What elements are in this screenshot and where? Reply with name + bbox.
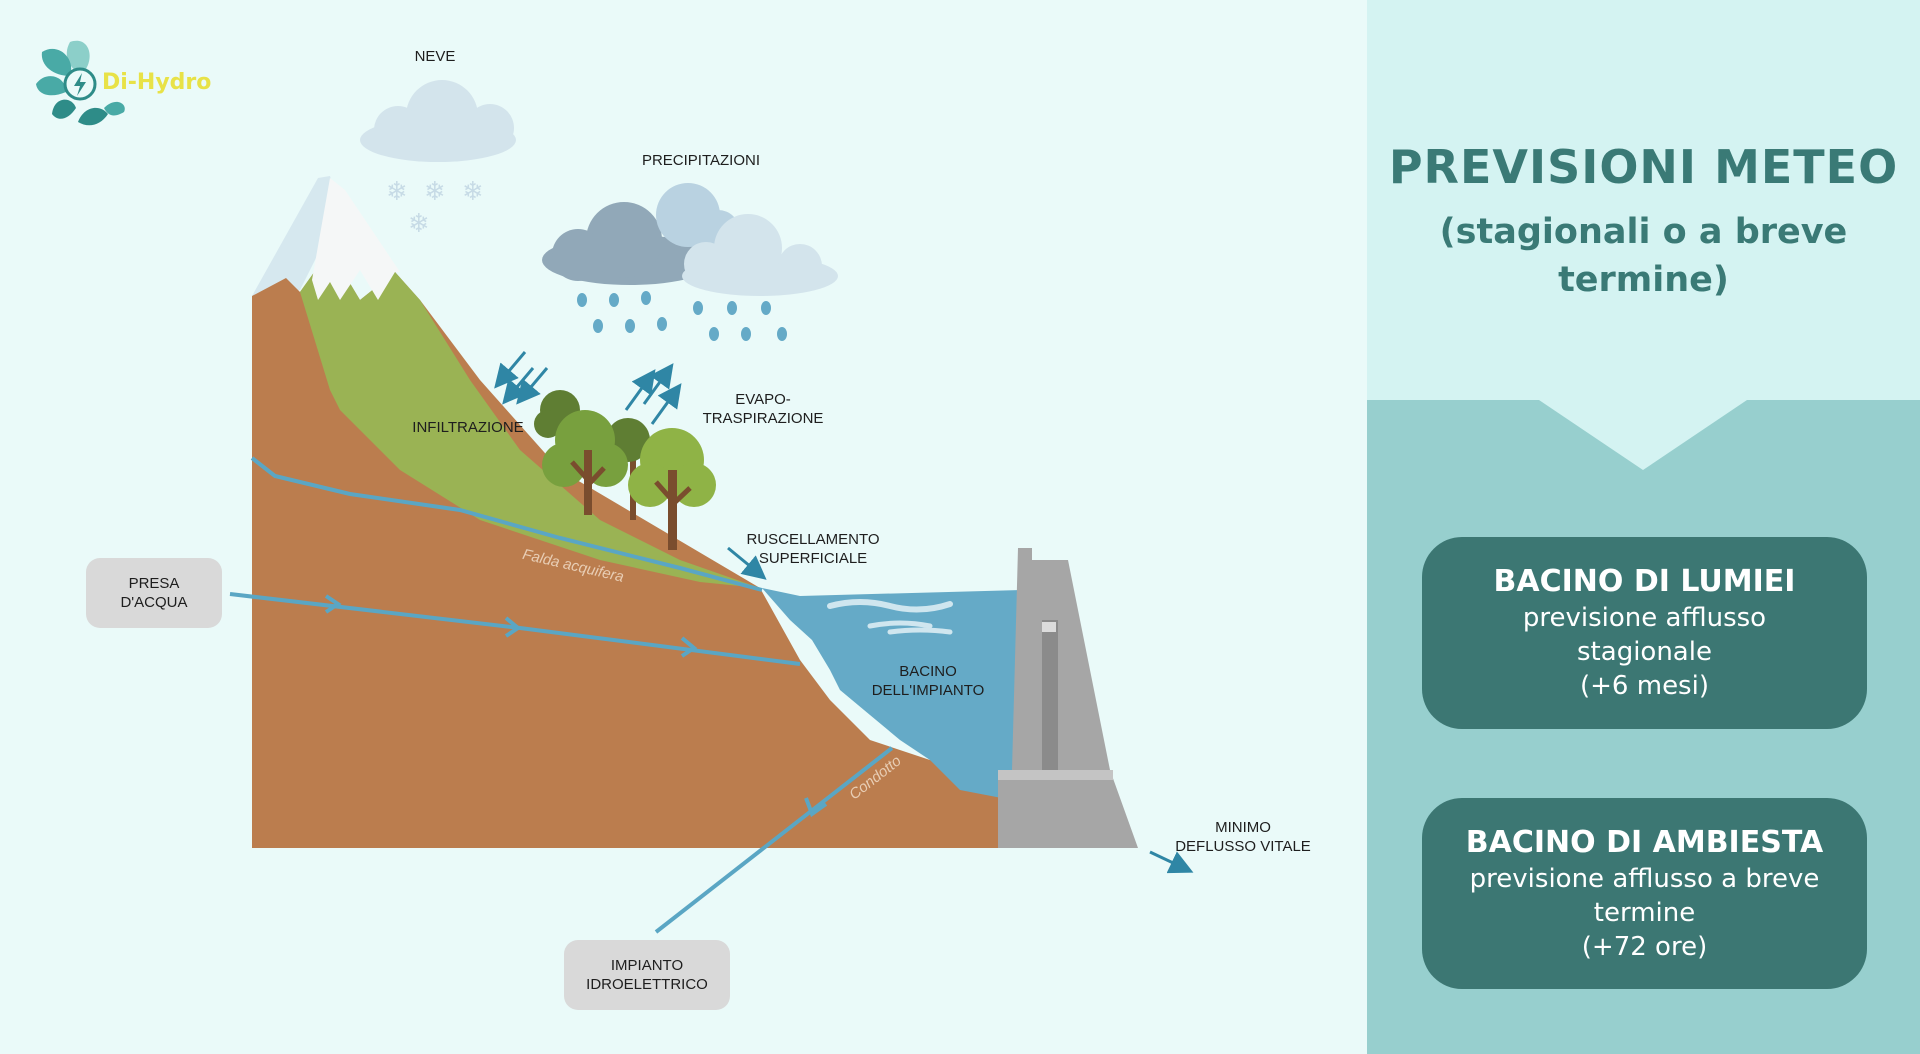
card-line: stagionale xyxy=(1577,637,1712,667)
rain-drop-icons xyxy=(577,291,787,341)
card-line: previsione afflusso xyxy=(1522,603,1767,633)
snow-cap xyxy=(312,178,400,300)
di-hydro-logo-icon xyxy=(36,40,125,126)
label-infiltrazione: INFILTRAZIONE xyxy=(412,419,524,436)
snow-cloud xyxy=(360,80,516,162)
rain-cloud-light xyxy=(682,214,838,296)
rain-cloud-dark xyxy=(542,202,718,285)
label-minimo-deflusso: MINIMO DEFLUSSO VITALE xyxy=(1168,818,1318,856)
hydro-cycle-illustration: ❄ ❄ ❄ ❄ xyxy=(36,40,1194,934)
dam-base xyxy=(998,770,1113,780)
svg-text:❄: ❄ xyxy=(424,177,446,207)
logo-text: Di-Hydro xyxy=(102,70,212,95)
evapotranspiration-arrow-icons xyxy=(624,363,682,425)
impianto-line1: IMPIANTO xyxy=(610,957,684,974)
card-title: BACINO DI LUMIEI xyxy=(1493,564,1796,599)
svg-text:❄: ❄ xyxy=(462,177,484,207)
label-bacino-line2: DELL'IMPIANTO xyxy=(871,682,985,699)
panel-subtitle: (stagionali o a breve termine) xyxy=(1439,212,1848,300)
penstock-line xyxy=(654,746,894,934)
label-bacino-impianto: BACINO DELL'IMPIANTO xyxy=(858,662,998,700)
label-ruscellamento-line1: RUSCELLAMENTO xyxy=(746,531,880,548)
reservoir-water xyxy=(762,588,1020,800)
dam-wall xyxy=(998,548,1138,848)
snowflake-icons: ❄ ❄ ❄ ❄ xyxy=(386,177,484,239)
card-line: termine xyxy=(1593,897,1696,928)
presa-acqua-box: PRESA D'ACQUA xyxy=(86,558,222,628)
card-line: (+72 ore) xyxy=(1581,931,1708,962)
impianto-line2: IDROELETTRICO xyxy=(586,976,708,993)
mountain-back-snow xyxy=(252,176,340,296)
label-evapo-line2: TRASPIRAZIONE xyxy=(702,410,824,427)
label-precipitazioni: PRECIPITAZIONI xyxy=(641,152,761,169)
label-minimo-line1: MINIMO xyxy=(1215,819,1271,836)
label-evapo-line1: EVAPO- xyxy=(735,391,791,408)
trees xyxy=(534,390,716,550)
label-ruscellamento: RUSCELLAMENTO SUPERFICIALE xyxy=(733,530,893,568)
label-minimo-line2: DEFLUSSO VITALE xyxy=(1175,838,1311,855)
minimum-flow-arrow-icon xyxy=(1149,850,1194,874)
presa-line2: D'ACQUA xyxy=(120,594,188,611)
label-evapotraspirazione: EVAPO- TRASPIRAZIONE xyxy=(693,390,833,428)
presa-line1: PRESA xyxy=(128,575,180,592)
label-bacino-line1: BACINO xyxy=(899,663,957,680)
card-title: BACINO DI AMBIESTA xyxy=(1465,824,1824,860)
impianto-idroelettrico-box: IMPIANTO IDROELETTRICO xyxy=(564,940,730,1010)
panel-title: PREVISIONI METEO xyxy=(1388,140,1899,194)
infiltration-arrow-icons xyxy=(494,351,549,405)
runoff-arrow-icon xyxy=(727,546,767,580)
aquifer-line xyxy=(250,456,763,592)
grass-slope xyxy=(300,250,760,588)
chevron-down-icon xyxy=(1367,398,1920,470)
forecast-panel-top xyxy=(1367,0,1920,400)
card-line: (+6 mesi) xyxy=(1580,671,1709,701)
card-bacino-lumiei: BACINO DI LUMIEI previsione afflusso sta… xyxy=(1422,537,1867,729)
label-neve: NEVE xyxy=(414,48,456,65)
card-line: previsione afflusso a breve xyxy=(1469,863,1820,894)
svg-text:❄: ❄ xyxy=(408,209,430,239)
label-ruscellamento-line2: SUPERFICIALE xyxy=(758,550,868,567)
card-bacino-ambiesta: BACINO DI AMBIESTA previsione afflusso a… xyxy=(1422,798,1867,989)
svg-text:❄: ❄ xyxy=(386,177,408,207)
dam-shaft xyxy=(1042,620,1058,770)
